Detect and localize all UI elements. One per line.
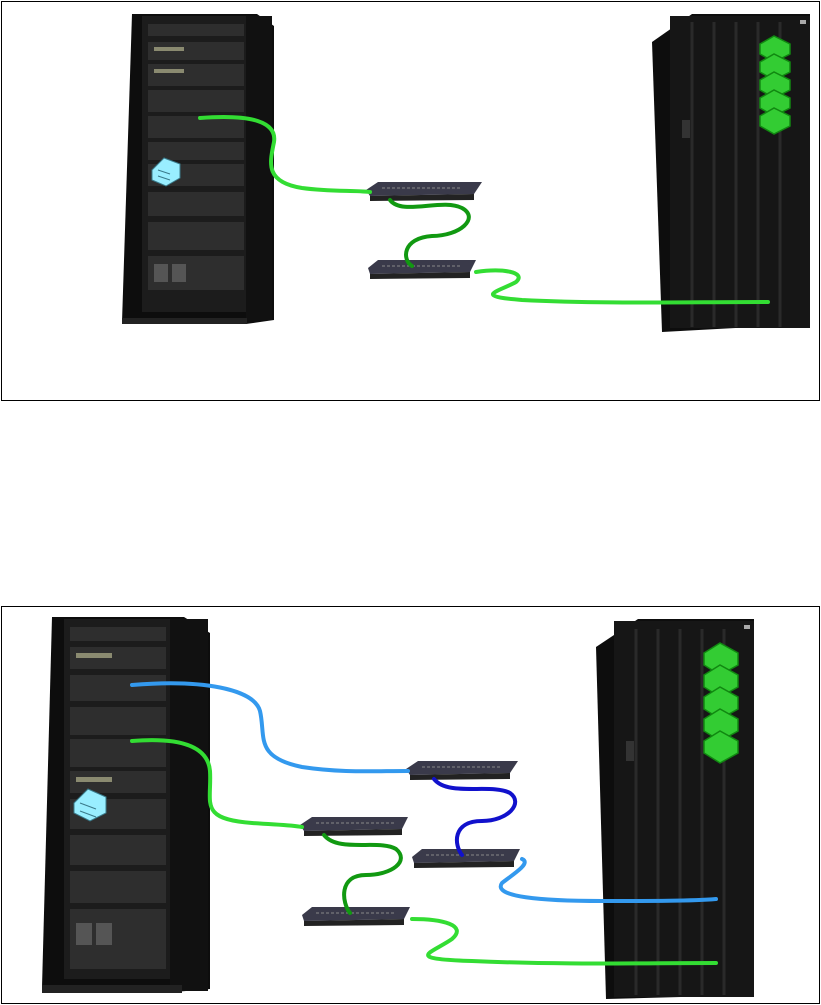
inter-switch-cable: [390, 200, 469, 266]
fibre-channel-switch-icon: [300, 817, 408, 836]
single-path-diagram: [2, 2, 821, 402]
fibre-channel-switch-icon: [412, 849, 520, 868]
dual-path-diagram: [2, 607, 821, 1005]
fibre-channel-switch-icon: [366, 182, 482, 201]
fibre-channel-switch-icon: [368, 260, 476, 279]
disk-stack-icon: [760, 36, 790, 134]
disk-stack-icon: [704, 643, 738, 763]
fibre-channel-switch-icon: [406, 761, 518, 780]
rack-server-icon: [42, 617, 210, 993]
dual-path-diagram-panel: [1, 606, 820, 1004]
fibre-channel-switch-icon: [302, 907, 410, 926]
inter-switch-cable: [324, 835, 401, 913]
inter-switch-cable: [434, 779, 515, 855]
rack-server-icon: [122, 14, 274, 324]
single-path-diagram-panel: [1, 1, 820, 401]
